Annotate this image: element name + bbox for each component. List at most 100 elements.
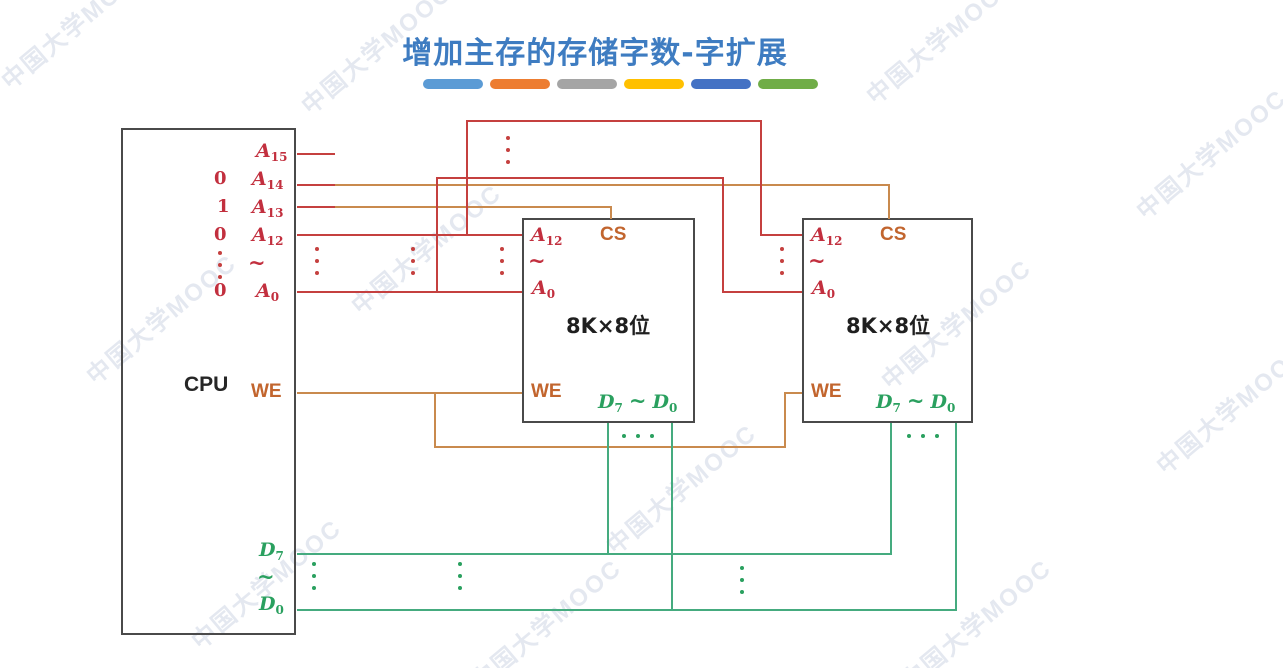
watermark: 中国大学MOOC (896, 554, 1058, 668)
wire-chip1-cs-drop (610, 206, 612, 219)
wire-a12-top-run (466, 120, 762, 122)
wire-chip1-d7-drop (607, 423, 609, 555)
wire-a0-chip2-entry (722, 291, 802, 293)
watermark: 中国大学MOOC (0, 0, 158, 96)
accent-dash-darkblue (691, 79, 751, 89)
cpu-pin-a14: A14 (252, 168, 283, 192)
cpu-a12-value: 0 (214, 224, 227, 245)
accent-dash-orange (490, 79, 550, 89)
wire-chip2-d7-drop (890, 423, 892, 555)
cpu-a0-value: 0 (214, 280, 227, 301)
wire-a14-to-chip2-cs (297, 184, 890, 186)
wire-a0-top-run (436, 177, 724, 179)
wire-we-rise (784, 392, 786, 448)
chip2-data-ellipsis-dots (907, 434, 939, 438)
wire-a12-cpu-to-chip1 (297, 234, 522, 236)
pin-sub: 14 (266, 178, 284, 192)
wire-a13-to-chip1-cs (297, 206, 612, 208)
cpu-a14-value: 0 (214, 168, 227, 189)
chip2-capacity: 8K×8位 (846, 314, 931, 338)
pin-sub: 7 (892, 401, 901, 415)
accent-dash-yellow (624, 79, 684, 89)
pin-base: D (930, 391, 947, 413)
pin-base: A (252, 196, 267, 218)
chip2-pin-a0: A0 (812, 277, 835, 301)
watermark: 中国大学MOOC (1131, 84, 1283, 226)
watermark: 中国大学MOOC (1151, 339, 1283, 481)
address-ellipsis-dots (500, 247, 504, 275)
chip2-data-range: D7 ~ D0 (876, 388, 955, 415)
data-ellipsis-dots (458, 562, 462, 590)
wire-we-chip2-entry (784, 392, 802, 394)
page-title: 增加主存的存储字数-字扩展 (402, 36, 788, 71)
address-ellipsis-dots (218, 251, 222, 279)
chip1-capacity: 8K×8位 (566, 314, 651, 338)
pin-sub: 12 (266, 234, 284, 248)
pin-sub: 12 (545, 234, 563, 248)
accent-dash-green (758, 79, 818, 89)
memory-chip-2-box (802, 218, 973, 423)
watermark: 中国大学MOOC (346, 179, 508, 321)
chip1-pin-d0: D0 (652, 391, 677, 415)
watermark: 中国大学MOOC (466, 554, 628, 668)
pin-base: D (652, 391, 669, 413)
chip2-data-tilde: ~ (906, 388, 925, 413)
pin-sub: 12 (825, 234, 843, 248)
pin-base: A (812, 277, 827, 299)
chip1-pin-a0: A0 (532, 277, 555, 301)
address-ellipsis-dots (506, 136, 510, 164)
wire-a12-chip2-entry (760, 234, 802, 236)
pin-sub: 0 (946, 401, 956, 415)
pin-base: A (811, 224, 826, 246)
wire-a0-riser (436, 177, 438, 293)
cpu-label: CPU (184, 373, 229, 396)
wire-chip2-cs-drop (888, 184, 890, 219)
cpu-we-pin: WE (251, 381, 282, 402)
cpu-pin-a0: A0 (256, 280, 279, 304)
data-ellipsis-dots (740, 566, 744, 594)
wire-a14-pin-stub (297, 184, 335, 186)
chip2-pin-d7: D7 (876, 391, 901, 415)
memory-chip-1-box (522, 218, 695, 423)
wire-chip1-d0-drop (671, 423, 673, 611)
cpu-box (121, 128, 296, 635)
chip2-we-pin: WE (811, 381, 842, 402)
pin-sub: 0 (668, 401, 678, 415)
pin-sub: 0 (275, 603, 284, 617)
pin-base: D (598, 391, 615, 413)
wire-we-branch-drop (434, 392, 436, 448)
cpu-data-tilde: ~ (257, 564, 275, 589)
pin-base: A (252, 168, 267, 190)
wire-we-cpu-to-chip1 (297, 392, 522, 394)
chip1-data-range: D7 ~ D0 (598, 388, 677, 415)
address-ellipsis-dots (411, 247, 415, 275)
pin-sub: 7 (614, 401, 623, 415)
chip1-data-tilde: ~ (628, 388, 647, 413)
pin-sub: 13 (266, 206, 284, 220)
cpu-pin-a12: A12 (252, 224, 283, 248)
cpu-pin-d7: D7 (259, 539, 284, 563)
pin-base: A (531, 224, 546, 246)
wire-a12-drop (760, 120, 762, 236)
pin-base: D (876, 391, 893, 413)
cpu-pin-d0: D0 (259, 593, 284, 617)
pin-sub: 0 (270, 290, 280, 304)
pin-sub: 0 (546, 287, 556, 301)
accent-dash-blue (423, 79, 483, 89)
wire-d7-bus (297, 553, 892, 555)
chip1-data-ellipsis-dots (622, 434, 654, 438)
address-ellipsis-dots (315, 247, 319, 275)
wire-a0-drop (722, 177, 724, 293)
chip2-cs-pin: CS (880, 224, 907, 245)
chip1-cs-pin: CS (600, 224, 627, 245)
pin-base: D (259, 539, 276, 561)
wire-a0-cpu-to-chip1 (297, 291, 522, 293)
pin-sub: 0 (826, 287, 836, 301)
chip1-address-tilde: ~ (528, 248, 546, 273)
pin-base: A (532, 277, 547, 299)
chip1-pin-d7: D7 (598, 391, 623, 415)
wire-chip2-d0-drop (955, 423, 957, 611)
chip1-pin-a12: A12 (531, 224, 562, 248)
chip1-we-pin: WE (531, 381, 562, 402)
